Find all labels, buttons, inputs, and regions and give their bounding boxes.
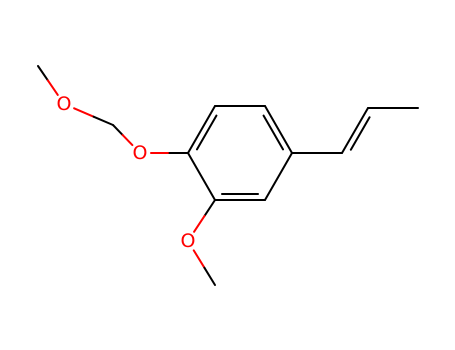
bond-c_v1-c_v2-inner: [349, 116, 371, 151]
bond-c6-c1: [187, 152, 216, 201]
bond-c3-c4: [264, 105, 293, 154]
bond-c_ch2-o2-b: [121, 134, 134, 147]
atom-label-layer: O O O: [57, 93, 196, 252]
bond-c_me1-o1-a: [37, 65, 49, 82]
bond-c_me1-o1-b: [46, 79, 59, 96]
bond-o1-c_ch2-b: [92, 115, 114, 126]
bond-c4-c5: [264, 152, 293, 201]
bond-o1-c_ch2-a: [73, 107, 95, 118]
bond-c6-o3-a: [203, 199, 216, 217]
bond-c_ch2-o2-a: [112, 124, 124, 137]
bond-o3-c_me2-a: [192, 249, 206, 269]
bond-c1-c2-inner: [195, 114, 218, 151]
bond-c1-c2: [187, 105, 216, 154]
bond-layer: [37, 65, 419, 286]
atom-label-o2: O: [133, 142, 148, 164]
atom-label-o3: O: [181, 230, 196, 252]
bond-o3-c_me2-b: [203, 266, 216, 286]
bond-c3-c4-inner: [262, 114, 285, 151]
bond-c6-o3-b: [193, 214, 206, 233]
atom-label-o1: O: [57, 93, 72, 115]
bond-c_v1-c_v2: [341, 107, 369, 154]
